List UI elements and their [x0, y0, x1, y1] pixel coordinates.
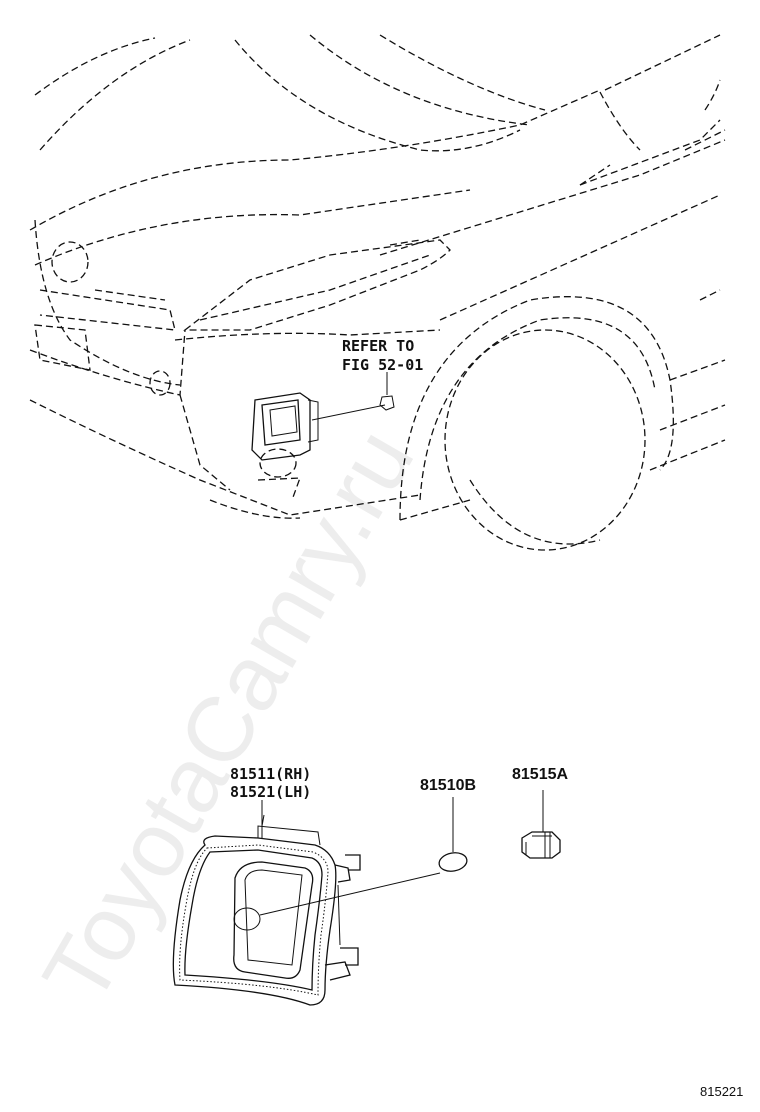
- bulb-part: [438, 797, 468, 872]
- refer-note-line1: REFER TO: [342, 337, 414, 355]
- callout-lamp-lh: 81521(LH): [230, 783, 311, 801]
- refer-leader: [311, 372, 395, 421]
- callout-bulb: 81510B: [420, 777, 476, 794]
- watermark: ToyotaCamry.ru: [24, 413, 434, 1020]
- car-body-outline: [29, 34, 726, 551]
- socket-part: [521, 790, 561, 859]
- callout-lamp-rh: 81511(RH): [230, 765, 311, 783]
- fog-lamp-assembly: [172, 800, 441, 1006]
- callout-socket: 81515A: [512, 766, 568, 783]
- refer-note-line2: FIG 52-01: [342, 356, 423, 374]
- figure-id: 815221: [700, 1084, 743, 1099]
